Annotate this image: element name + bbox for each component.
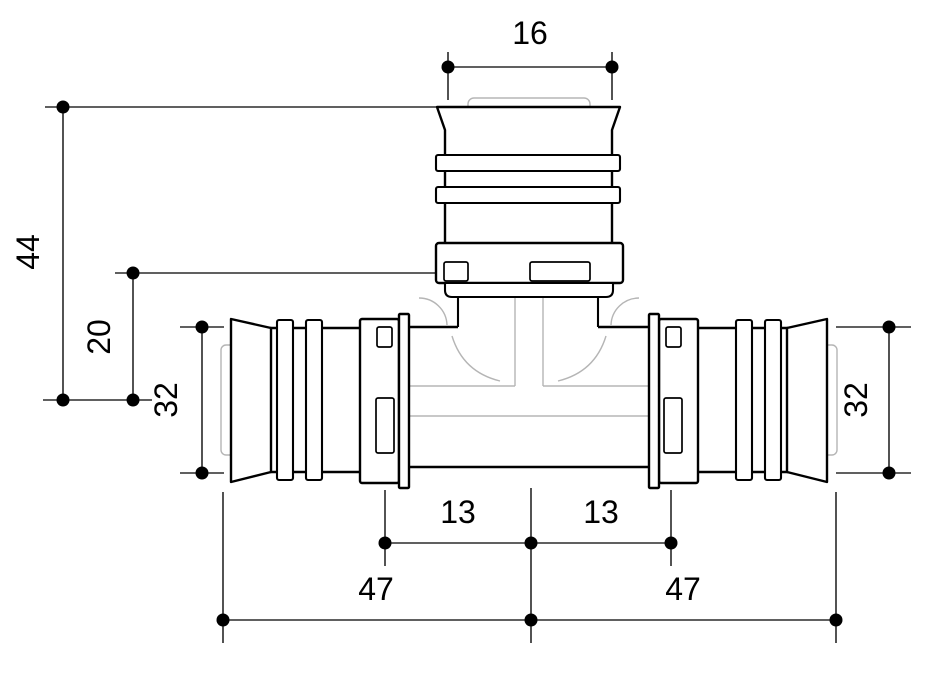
dim-label-13-right: 13 (583, 494, 619, 530)
dim-label-47-right: 47 (665, 571, 701, 607)
left-port (229, 317, 401, 485)
right-flare-end (785, 317, 829, 484)
dimension-branch-width: 16 (441, 15, 619, 100)
dimension-dot (441, 60, 455, 74)
dimension-dot (605, 60, 619, 74)
dimension-dot (882, 466, 896, 480)
branch-collar-window-center (529, 261, 591, 282)
corner-fillet-right (610, 297, 640, 326)
branch-press-ring-2 (434, 185, 622, 205)
dim-label-13-left: 13 (440, 494, 476, 530)
flange-plates (397, 312, 661, 490)
dimension-port-lengths: 47 47 (216, 492, 843, 643)
right-press-ring-1 (734, 318, 754, 482)
bore-sweep-right (557, 335, 607, 382)
dimension-dot (882, 320, 896, 334)
dim-label-20: 20 (81, 319, 117, 355)
dimension-dot (195, 320, 209, 334)
dimension-right-port: 32 (836, 320, 911, 480)
dimension-dot (524, 613, 538, 627)
dimension-branch-depth: 20 (81, 266, 435, 407)
right-collar-window-bottom (663, 397, 683, 454)
dimensions: 16 44 20 32 (10, 15, 911, 643)
right-flange (647, 312, 661, 490)
dim-label-44: 44 (10, 234, 46, 270)
tee-body (409, 297, 649, 469)
left-collar-window-bottom (375, 397, 395, 454)
right-port (657, 317, 829, 485)
branch-lip (443, 281, 615, 299)
branch-collar-window-left (443, 261, 469, 282)
dimension-dot (829, 613, 843, 627)
left-press-ring-1 (275, 318, 295, 482)
corner-fillet-left (418, 297, 448, 326)
left-flange (397, 312, 411, 490)
dimension-dot (216, 613, 230, 627)
dimension-pipe-stops: 13 13 (378, 488, 678, 643)
dimension-dot (664, 536, 678, 550)
left-press-ring-2 (304, 318, 324, 482)
dimension-dot (126, 266, 140, 280)
dimension-left-port: 32 (148, 320, 224, 480)
bore-sweep-left (451, 335, 501, 382)
dimension-dot (56, 100, 70, 114)
dimension-dot (378, 536, 392, 550)
dim-label-16: 16 (512, 15, 548, 51)
top-branch (434, 105, 625, 327)
left-collar-window-top (376, 326, 393, 348)
dim-label-32-left: 32 (148, 382, 184, 418)
branch-press-ring-1 (434, 153, 622, 173)
branch-sleeve (435, 105, 622, 246)
body-face (409, 318, 649, 467)
dim-label-32-right: 32 (838, 382, 874, 418)
dimension-branch-height: 44 (10, 100, 437, 407)
dimension-dot (195, 466, 209, 480)
right-collar-window-top (665, 326, 682, 348)
dimension-dot (524, 536, 538, 550)
right-press-ring-2 (763, 318, 783, 482)
dim-label-47-left: 47 (358, 571, 394, 607)
left-flare-end (229, 317, 273, 484)
